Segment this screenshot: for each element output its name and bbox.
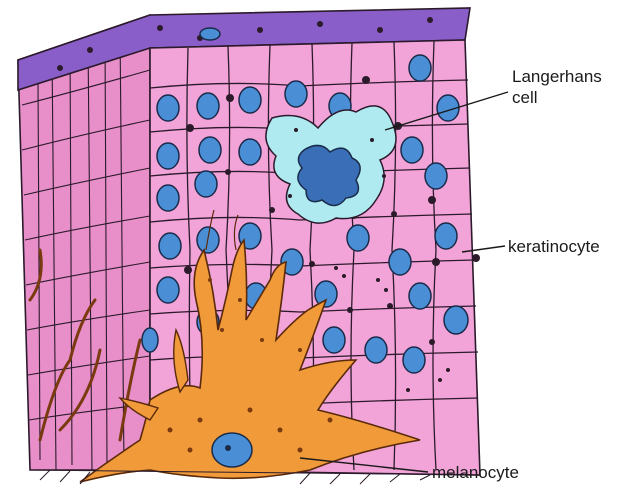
label-langerhans-line2: cell bbox=[512, 88, 538, 107]
label-keratinocyte: keratinocyte bbox=[508, 237, 600, 256]
label-langerhans-line1: Langerhans bbox=[512, 67, 602, 86]
label-melanocyte: melanocyte bbox=[432, 463, 519, 482]
